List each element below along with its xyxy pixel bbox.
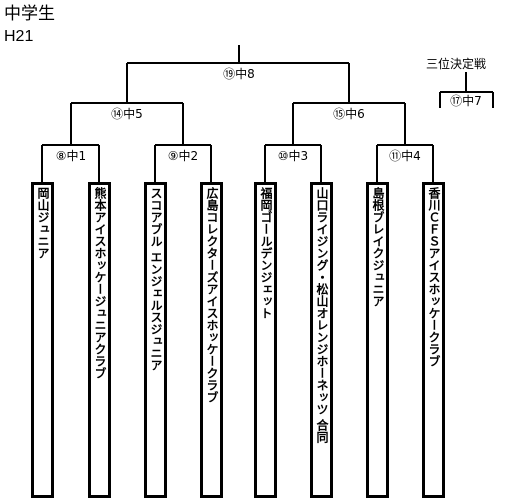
team-box-6: 山口ライジング・松山オレンジホーネッツ 合同 bbox=[310, 182, 333, 498]
third-place-title: 三位決定戦 bbox=[426, 57, 487, 71]
page-title: 中学生 bbox=[4, 4, 55, 24]
team-box-7: 島根ブレイクジュニア bbox=[366, 182, 389, 498]
semi-left-match-label: ⑭中5 bbox=[111, 106, 143, 121]
season-label: H21 bbox=[4, 28, 34, 45]
team-name: 岡山ジュニア bbox=[36, 187, 50, 259]
team-name: 広島コレクターズアイスホッケークラブ bbox=[205, 187, 219, 403]
team-name: 山口ライジング・松山オレンジホーネッツ 合同 bbox=[315, 187, 329, 444]
team-name: 島根ブレイクジュニア bbox=[371, 187, 385, 307]
r1-m4-match-label: ⑪中4 bbox=[389, 148, 421, 163]
team-name: 熊本アイスホッケージュニアクラブ bbox=[93, 187, 107, 379]
final-match-label: ⑲中8 bbox=[223, 66, 255, 81]
third-place-match-label: ⑰中7 bbox=[450, 93, 482, 108]
team-box-8: 香川ＣＦＳアイスホッケークラブ bbox=[422, 182, 445, 498]
team-box-3: スコアブル エンジェルスジュニア bbox=[144, 182, 167, 498]
r1-m1-match-label: ⑧中1 bbox=[56, 148, 86, 163]
team-name: 福岡ゴールデンジェット bbox=[259, 187, 273, 319]
team-box-4: 広島コレクターズアイスホッケークラブ bbox=[200, 182, 223, 498]
team-box-1: 岡山ジュニア bbox=[31, 182, 54, 498]
r1-m2-match-label: ⑨中2 bbox=[168, 148, 198, 163]
r1-m3-match-label: ⑩中3 bbox=[278, 148, 308, 163]
team-name: 香川ＣＦＳアイスホッケークラブ bbox=[427, 187, 441, 367]
team-box-5: 福岡ゴールデンジェット bbox=[254, 182, 277, 498]
semi-right-match-label: ⑮中6 bbox=[333, 106, 365, 121]
team-name: スコアブル エンジェルスジュニア bbox=[149, 187, 163, 372]
team-box-2: 熊本アイスホッケージュニアクラブ bbox=[88, 182, 111, 498]
